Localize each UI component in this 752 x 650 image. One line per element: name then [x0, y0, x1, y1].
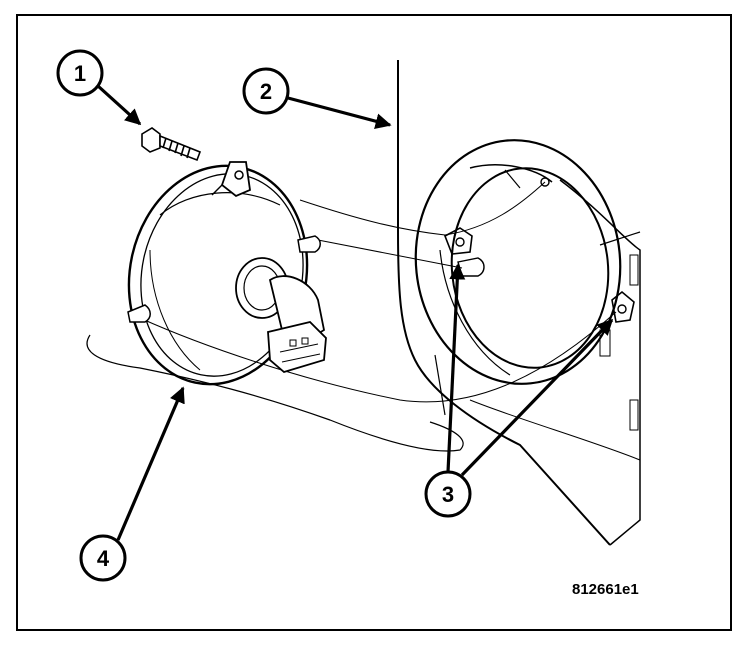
- leader-2: [287, 96, 392, 130]
- callout-4: 4: [79, 534, 127, 582]
- figure-id: 812661e1: [572, 581, 639, 598]
- leader-3a: [446, 263, 466, 473]
- callout-2-label: 2: [260, 79, 272, 104]
- body-panel: [397, 60, 641, 546]
- shadow-outline: [86, 334, 464, 452]
- headlamp-unit: [127, 161, 327, 386]
- callout-2: 2: [242, 67, 290, 115]
- callout-1: 1: [56, 49, 104, 97]
- leader-4: [116, 386, 185, 541]
- leader-arrows: [96, 84, 614, 541]
- leader-3b: [460, 318, 614, 477]
- callout-3-label: 3: [442, 482, 454, 507]
- headlamp-mounting-bucket: [414, 139, 635, 385]
- callout-3: 3: [424, 470, 472, 518]
- leader-1: [96, 84, 142, 126]
- callout-4-label: 4: [97, 546, 110, 571]
- alignment-lines: [139, 181, 617, 403]
- callout-1-label: 1: [74, 61, 86, 86]
- mounting-screw: [141, 127, 202, 162]
